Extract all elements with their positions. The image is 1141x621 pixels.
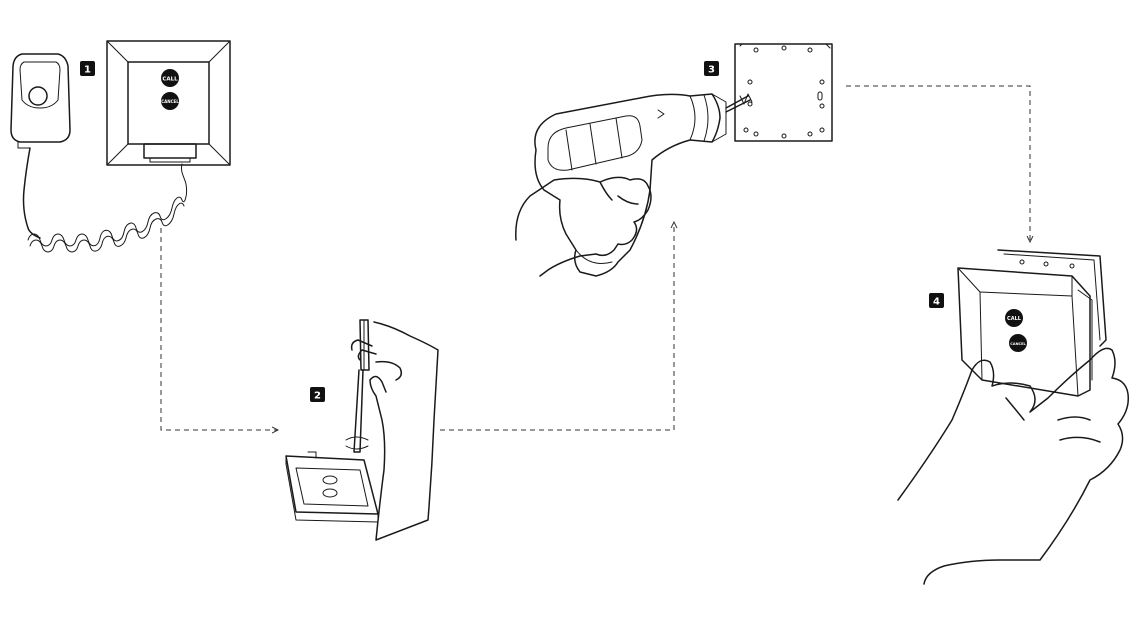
front-unit: CALL CANCEL bbox=[957, 267, 1093, 397]
pendant-cable bbox=[22, 147, 41, 239]
svg-text:4: 4 bbox=[933, 297, 940, 308]
step-4-badge: 4 bbox=[929, 293, 944, 308]
flow-connector-1-2 bbox=[160, 228, 278, 430]
svg-text:2: 2 bbox=[314, 391, 321, 402]
hand-step-4 bbox=[897, 347, 1130, 585]
call-button-label-step4: CALL bbox=[1007, 316, 1022, 322]
step-4-group: CALL CANCEL 4 bbox=[897, 249, 1130, 585]
hand-step-3 bbox=[515, 176, 652, 277]
svg-text:3: 3 bbox=[708, 65, 715, 76]
mounting-plate bbox=[734, 43, 833, 142]
step-3-group: 3 bbox=[515, 43, 833, 277]
device-unscrewed bbox=[285, 451, 379, 523]
cancel-button-label: CANCEL bbox=[161, 99, 179, 104]
step-2-group: 2 bbox=[285, 319, 439, 541]
coiled-cable bbox=[27, 163, 187, 253]
call-button-label: CALL bbox=[162, 77, 178, 83]
flow-connector-3-4 bbox=[846, 85, 1030, 242]
step-2-badge: 2 bbox=[310, 387, 325, 402]
pendant-remote bbox=[10, 53, 71, 149]
flow-connector-2-3 bbox=[440, 222, 674, 431]
step-3-badge: 3 bbox=[704, 61, 719, 76]
step-1-badge: 1 bbox=[80, 61, 95, 76]
wall-call-unit: CALL CANCEL bbox=[106, 40, 231, 166]
cancel-button-label-step4: CANCEL bbox=[1010, 342, 1026, 346]
svg-text:1: 1 bbox=[84, 65, 91, 76]
power-drill bbox=[534, 93, 753, 277]
hand-step-2 bbox=[350, 321, 439, 541]
step-1-group: CALL CANCEL 1 bbox=[10, 40, 231, 253]
back-plate bbox=[997, 249, 1107, 347]
screwdriver bbox=[345, 319, 370, 453]
